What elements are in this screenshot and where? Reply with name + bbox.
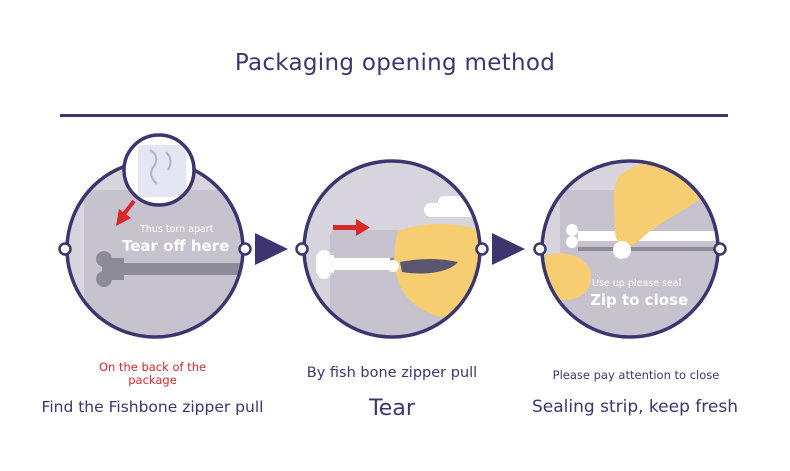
- step1-inner-large-text: Tear off here: [122, 237, 229, 255]
- step3-note: Please pay attention to close: [552, 368, 720, 382]
- step2-caption: Tear: [369, 396, 415, 421]
- step3-caption: Sealing strip, keep fresh: [532, 397, 738, 417]
- step1-caption: Find the Fishbone zipper pull: [41, 398, 264, 416]
- step1-inner-small-text: Thus torn apart: [139, 224, 214, 235]
- step1-note: On the back of the package: [98, 360, 207, 387]
- step3-circle: Use up please seal Zip to close: [533, 159, 727, 339]
- step1-right-node: [238, 242, 252, 256]
- next-arrow-icon: [492, 233, 525, 265]
- pull-direction-arrow-icon: [333, 219, 370, 236]
- step3-inner-small-text: Use up please seal: [592, 278, 681, 289]
- step2-circle: [295, 159, 489, 339]
- fishbone-pull-icon: [96, 251, 124, 287]
- step2-left-node: [295, 242, 309, 256]
- page-title: Packaging opening method: [234, 50, 556, 76]
- title-underline: [60, 114, 728, 117]
- step3-right-node: [713, 242, 727, 256]
- step1-circle: Thus torn apart Tear off here: [58, 133, 252, 339]
- step2-right-node: [475, 242, 489, 256]
- tear-direction-arrow-icon: [116, 199, 136, 226]
- next-arrow-icon: [255, 233, 288, 265]
- step3-inner-large-text: Zip to close: [590, 291, 688, 309]
- zoom-detail-bubble: [122, 133, 196, 207]
- step2-note: By fish bone zipper pull: [306, 365, 478, 381]
- step1-left-node: [58, 242, 72, 256]
- step3-left-node: [533, 242, 547, 256]
